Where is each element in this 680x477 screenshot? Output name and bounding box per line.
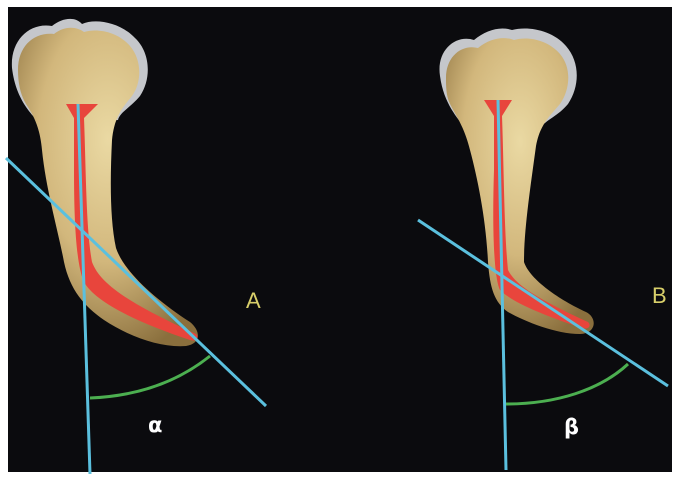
angle-alpha-label: α: [148, 413, 162, 437]
panel-a-label: A: [246, 288, 261, 313]
angle-beta-label: β: [564, 415, 579, 439]
panel-b-label: B: [652, 283, 667, 308]
